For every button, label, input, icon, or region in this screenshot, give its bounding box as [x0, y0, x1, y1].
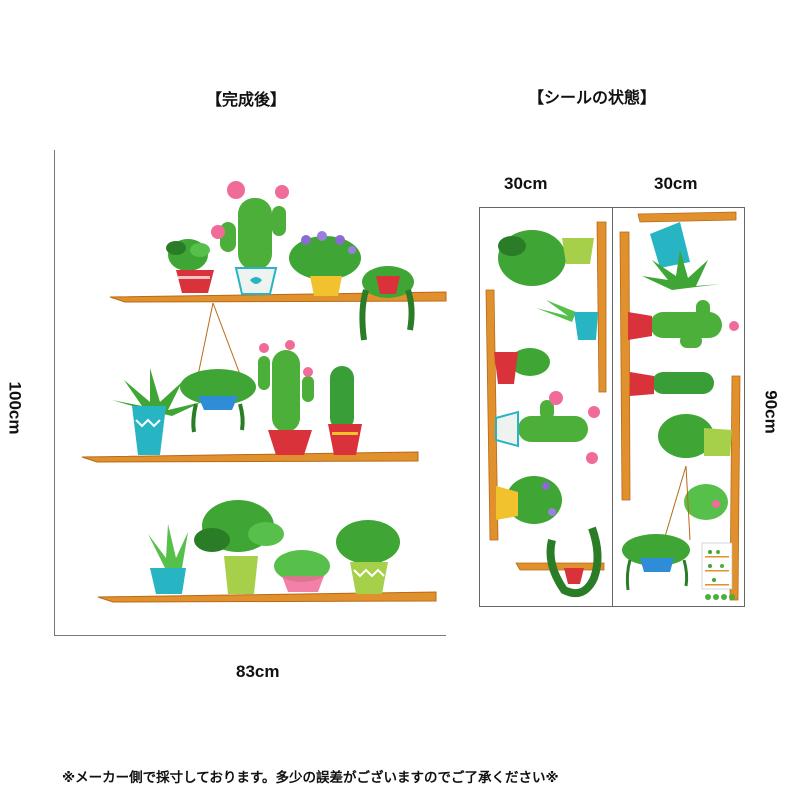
- height-guide-line: [54, 150, 55, 636]
- aloe-teal-pot: [112, 368, 202, 455]
- sheet2-hanging-basket: [622, 465, 691, 591]
- sheet1-shelf-small-bottom: [515, 562, 605, 571]
- sheet2-broadleaf-lime-pot: [658, 414, 732, 458]
- width-label: 83cm: [236, 662, 280, 681]
- sheet2-shelf-vertical-right: [729, 375, 741, 601]
- tall-cactus-red-pot: [258, 340, 314, 455]
- plant-fern-red-pot: [166, 239, 214, 293]
- sheet2-shelf-vertical-left: [619, 231, 631, 501]
- shelf-bottom: [97, 591, 437, 603]
- sheet1-shelf-vertical-right: [596, 221, 607, 393]
- hanging-basket-string: [195, 302, 245, 386]
- sheet2-mini-preview: [701, 542, 733, 590]
- sheet1-width-label: 30cm: [504, 174, 548, 193]
- sticker-state-heading: 【シールの状態】: [528, 88, 657, 107]
- sheet2-eco-marks: [705, 594, 735, 600]
- sheet1-cactus-teal-pot: [495, 391, 600, 464]
- aloe-teal-pot-bottom: [148, 524, 188, 594]
- sheet2-cactus-red-pot: [628, 300, 739, 348]
- sheet2-cactus-small-red-pot: [630, 372, 714, 396]
- sheet2-teal-vase-aloe: [642, 222, 720, 290]
- hanging-vine-red-pot: [359, 266, 415, 341]
- cactus-red-pot: [328, 366, 362, 455]
- purple-flower-yellow-pot: [289, 231, 361, 296]
- completed-heading: 【完成後】: [206, 90, 287, 109]
- cactus-with-flowers: [211, 181, 289, 295]
- fern-pink-bowl: [274, 550, 330, 592]
- sheet2-shelf-top: [637, 211, 737, 223]
- sheet1-hanging-vine: [546, 526, 602, 597]
- broadleaf-lime-pot: [194, 500, 284, 594]
- width-guide-line: [54, 635, 446, 636]
- sheet1-purple-flower-yellow-pot: [496, 476, 562, 524]
- hanging-basket-plant: [180, 369, 256, 433]
- leafy-lime-pot: [336, 520, 400, 594]
- measurement-disclaimer: ※メーカー側で採寸しております。多少の誤差がございますのでご了承ください※: [62, 770, 559, 786]
- sheet2-width-label: 30cm: [654, 174, 698, 193]
- sheet1-aloe-teal-pot: [536, 300, 598, 340]
- sheet2-fern-pink-bowl: [684, 484, 728, 520]
- sheet1-fern-red-pot: [494, 348, 550, 384]
- sheet1-broadleaf-pot: [498, 230, 594, 286]
